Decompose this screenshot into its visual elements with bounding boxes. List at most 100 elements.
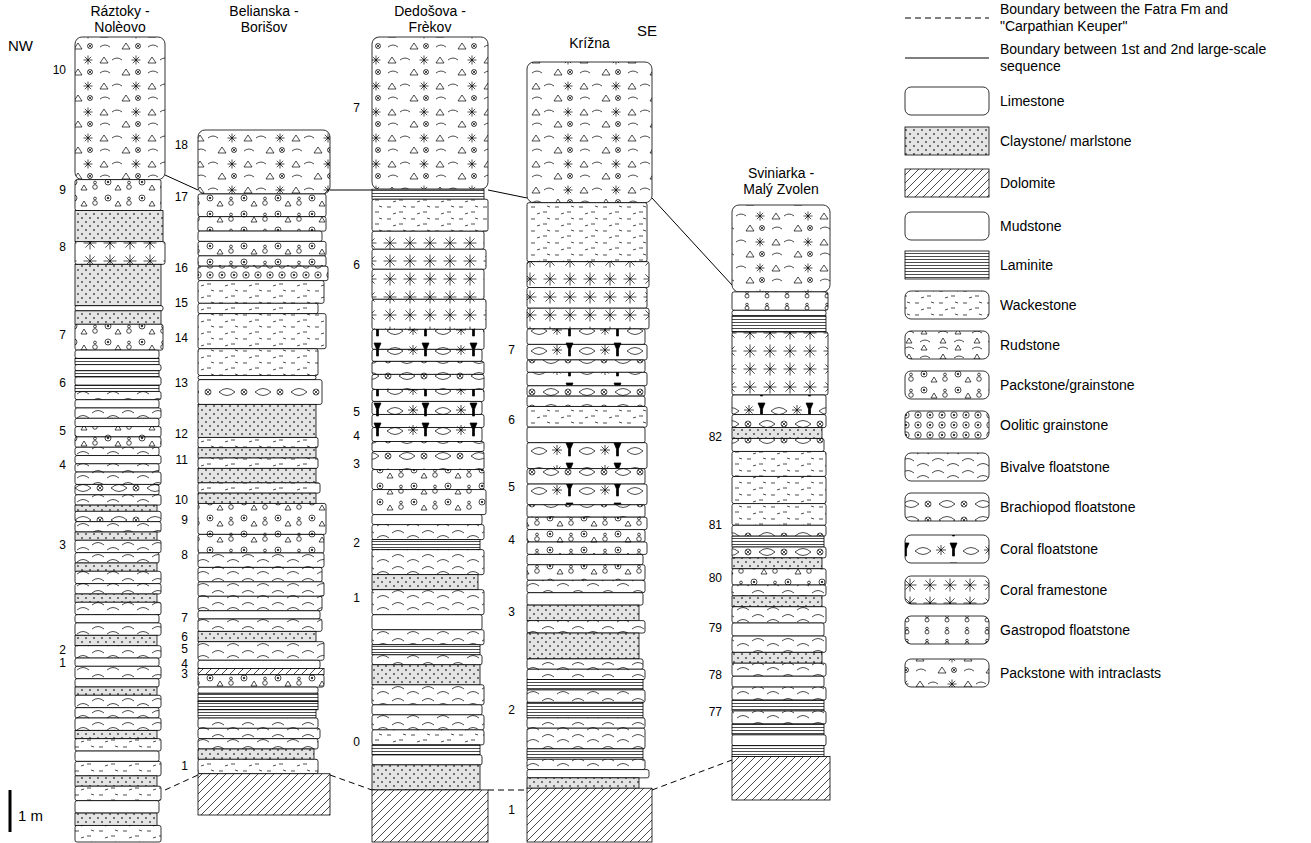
bed <box>75 418 159 426</box>
legend-text: Coral framestone <box>1000 582 1305 599</box>
bed-number: 7 <box>181 612 188 624</box>
bed <box>75 602 161 614</box>
bed <box>527 530 645 542</box>
section-column: Belianska - Borišov <box>198 4 330 815</box>
legend-text: Brachiopod floatstone <box>1000 499 1305 516</box>
bed <box>732 687 826 700</box>
bed <box>198 710 316 718</box>
bed <box>75 563 157 571</box>
bed <box>75 615 159 623</box>
bed-number: 6 <box>181 631 188 643</box>
bed <box>75 242 165 265</box>
bed <box>732 746 824 757</box>
bed <box>527 718 645 728</box>
bed <box>372 389 484 401</box>
bed-number: 4 <box>508 534 515 546</box>
bed <box>198 448 316 458</box>
bed <box>372 575 478 590</box>
bed-number: 9 <box>59 184 66 196</box>
bed-number: 7 <box>353 102 360 114</box>
bed <box>527 702 643 718</box>
bed <box>198 266 328 280</box>
section-title: Krížna <box>527 36 652 52</box>
bed <box>198 749 314 759</box>
legend-text: Gastropod floatstone <box>1000 622 1305 639</box>
bed-number: 78 <box>709 669 722 681</box>
bed <box>198 194 326 217</box>
bed <box>527 344 647 360</box>
bed <box>732 332 828 395</box>
bed <box>732 596 822 607</box>
bed <box>75 472 161 484</box>
bed <box>372 329 484 349</box>
bed <box>75 623 161 635</box>
legend-swatch <box>905 659 989 687</box>
bed <box>198 349 318 376</box>
bed-number: 6 <box>59 377 66 389</box>
bed <box>372 755 482 765</box>
bed <box>198 256 326 266</box>
formation-boundary <box>488 790 527 791</box>
bed-number: 1 <box>353 592 360 604</box>
bed <box>198 693 318 701</box>
bed <box>527 372 647 385</box>
bed-number: 4 <box>353 430 360 442</box>
bed <box>75 786 161 800</box>
bed-number: 15 <box>175 297 188 309</box>
legend-swatch <box>905 411 989 439</box>
bed-number: 7 <box>59 329 66 341</box>
bed <box>75 739 161 751</box>
bed <box>732 569 826 585</box>
bed <box>372 665 480 685</box>
bed <box>75 751 159 761</box>
bed <box>75 385 159 391</box>
bed <box>527 690 645 702</box>
bed <box>75 456 161 464</box>
bed <box>527 62 652 203</box>
bed <box>527 329 645 345</box>
bed <box>198 759 318 773</box>
bed-number: 17 <box>175 191 188 203</box>
bed <box>527 565 645 581</box>
bed-number: 11 <box>176 454 188 466</box>
bed <box>527 605 639 621</box>
bed <box>198 669 324 675</box>
bed <box>372 540 480 550</box>
bed-number: 3 <box>508 606 515 618</box>
bed-number: 9 <box>181 514 188 526</box>
bed <box>732 585 826 596</box>
bed <box>732 438 824 451</box>
bed <box>372 685 484 705</box>
bed <box>75 408 161 418</box>
bed <box>75 813 157 825</box>
bed <box>75 377 161 385</box>
bed <box>732 525 826 536</box>
bed <box>527 633 639 659</box>
bed <box>527 749 643 759</box>
bed <box>75 708 159 718</box>
bed <box>372 349 482 361</box>
bed <box>75 464 159 472</box>
sequence-boundary <box>165 175 198 190</box>
bed <box>732 607 826 623</box>
bed-number: 1 <box>508 804 515 816</box>
bed <box>198 376 316 380</box>
bed-number: 6 <box>508 414 515 426</box>
bed <box>198 314 326 349</box>
bed <box>732 428 822 439</box>
bed <box>198 675 324 687</box>
bed <box>372 655 482 665</box>
bed <box>198 493 316 503</box>
bed-number: 10 <box>53 64 66 76</box>
bed <box>198 404 316 437</box>
bed <box>372 37 488 189</box>
bed <box>75 505 157 511</box>
bed <box>372 550 484 575</box>
bed <box>198 380 322 405</box>
section-column: Ráztoky - Nolèovo <box>75 4 165 842</box>
bed-number: 8 <box>181 549 188 561</box>
legend-swatch <box>905 291 989 319</box>
bed <box>75 635 157 645</box>
bed <box>732 415 826 428</box>
